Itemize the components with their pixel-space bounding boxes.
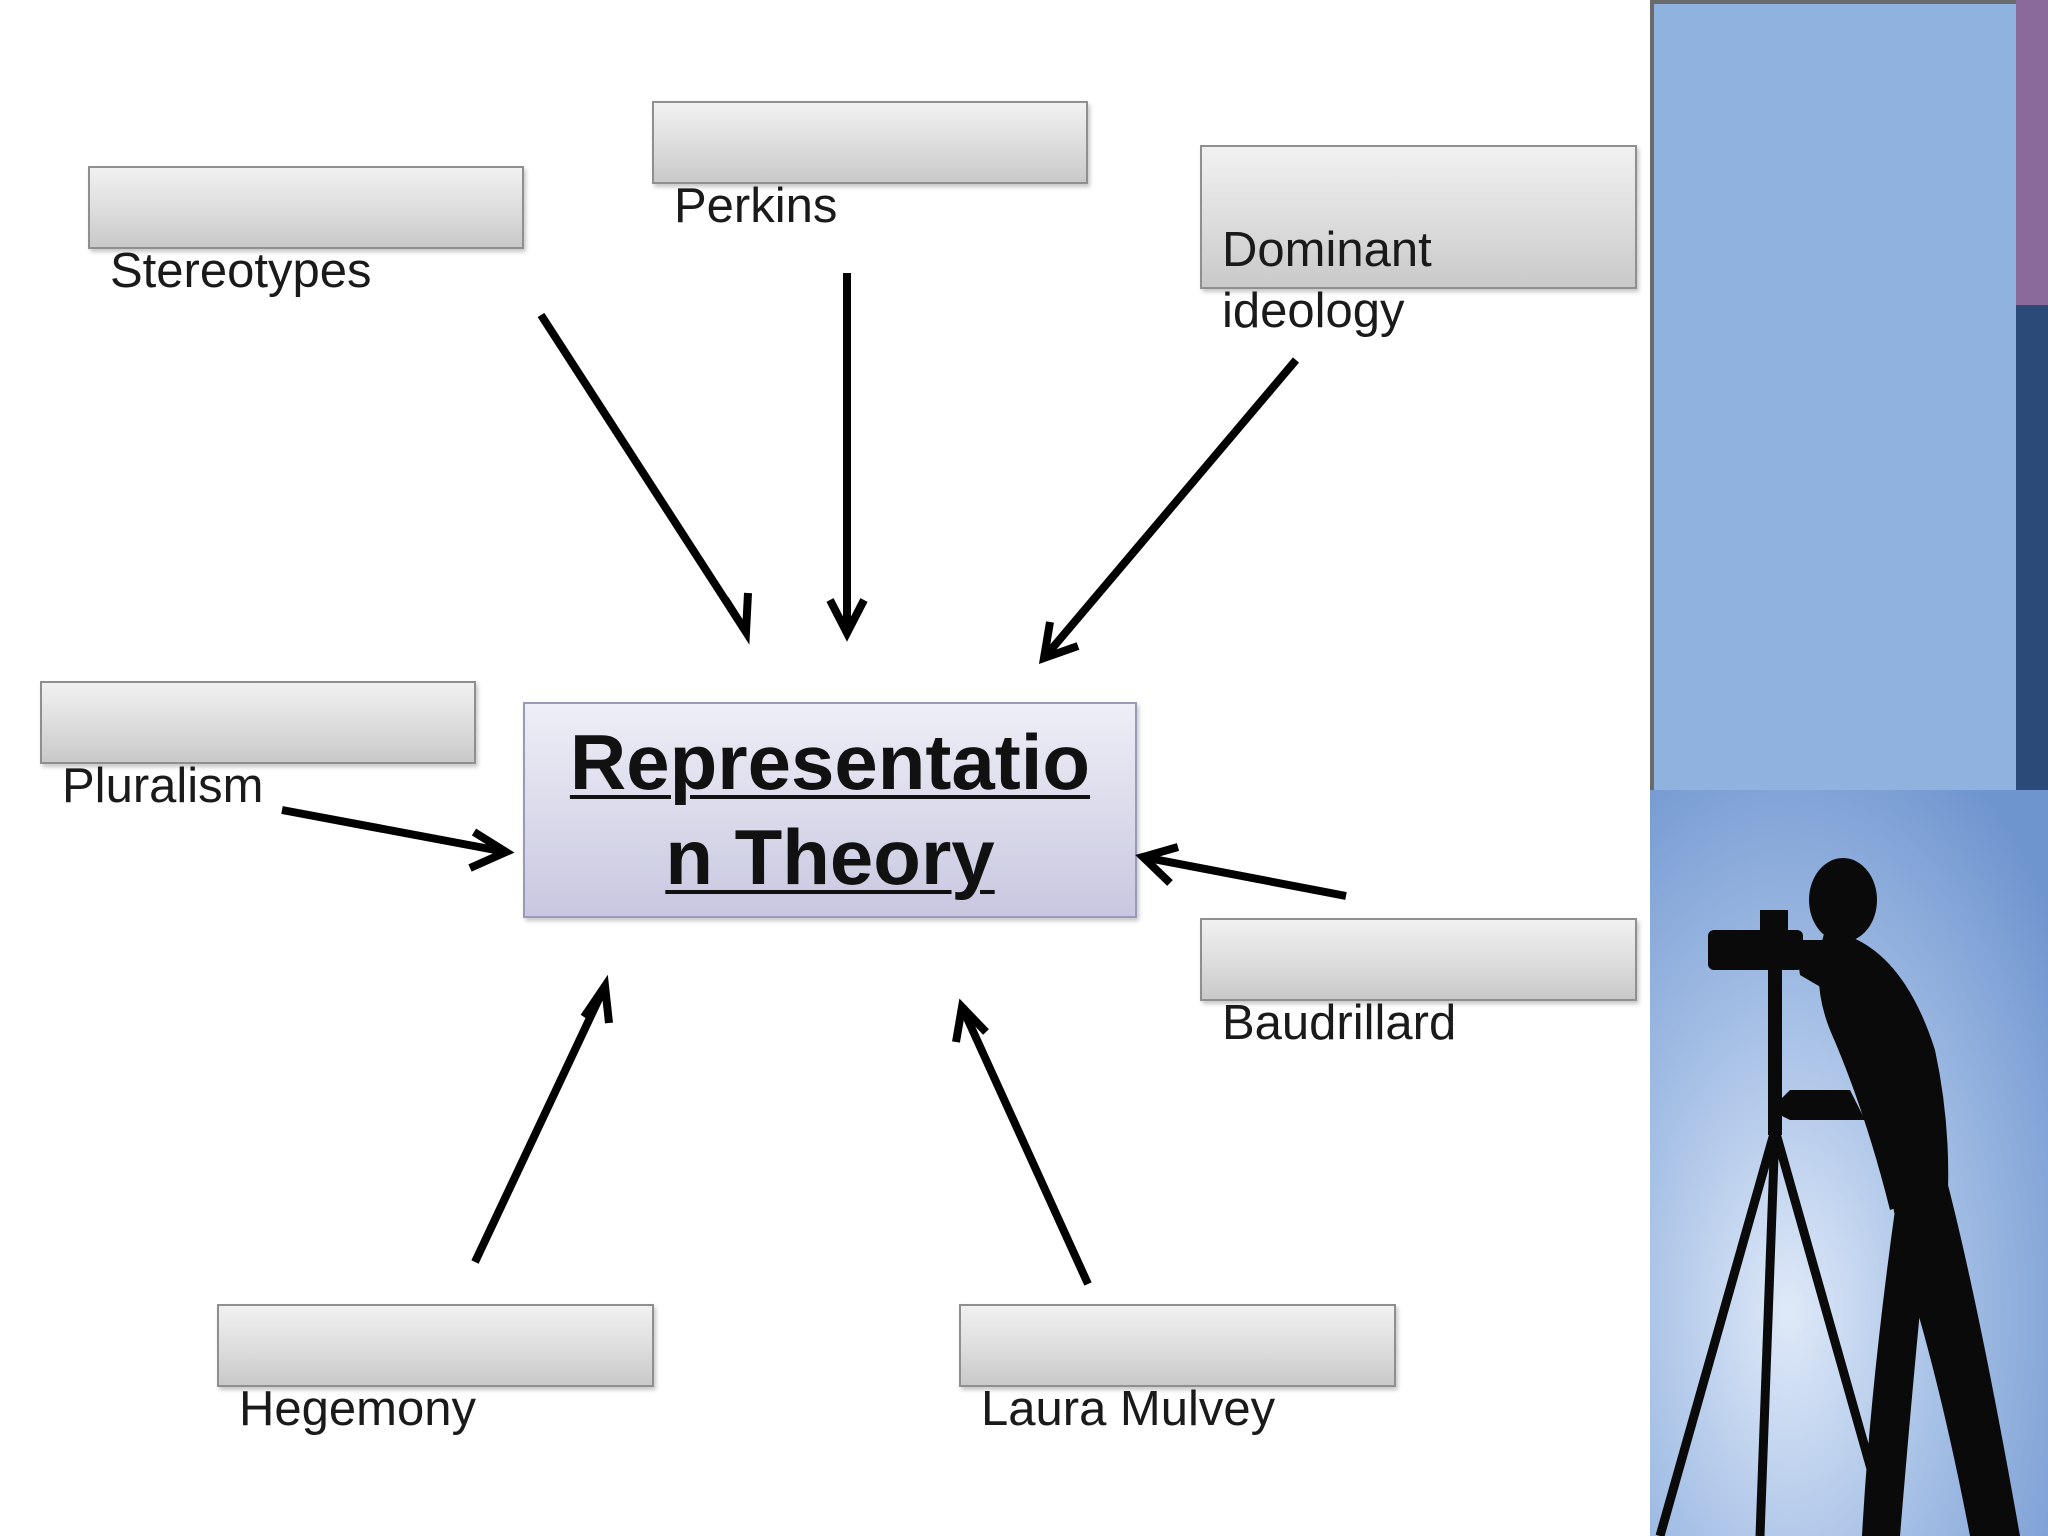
concept-box-hegemony: Hegemony [217, 1304, 654, 1436]
arrow-baudrillard-to-center [1135, 843, 1347, 900]
concept-box-dominant-ideology: Dominant ideology [1200, 145, 1637, 338]
right-decor-panel [1650, 0, 2048, 1536]
arrow-laura-mulvey-to-center [952, 998, 1092, 1286]
concept-box-perkins: Perkins [652, 101, 1088, 233]
concept-box-laura-mulvey: Laura Mulvey [959, 1304, 1396, 1436]
concept-box-baudrillard: Baudrillard [1200, 918, 1637, 1050]
concept-box-stereotypes: Stereotypes [88, 166, 524, 298]
arrow-perkins-to-center [826, 273, 868, 642]
arrow-dominant-ideology-to-center [1038, 357, 1300, 665]
central-concept-box: Representation Theory [523, 702, 1137, 918]
blue-panel [1650, 0, 2048, 790]
concept-label: Dominant ideology [1222, 223, 1432, 338]
arrow-stereotypes-to-center [537, 312, 752, 645]
concept-label: Stereotypes [110, 244, 372, 298]
arrow-pluralism-to-center [281, 806, 515, 872]
concept-label: Baudrillard [1222, 996, 1457, 1050]
photographer-silhouette-icon [1650, 790, 2048, 1536]
navy-stripe [2016, 305, 2048, 790]
concept-box-pluralism: Pluralism [40, 681, 476, 813]
concept-label: Pluralism [62, 759, 264, 813]
concept-label: Perkins [674, 179, 838, 233]
concept-label: Hegemony [239, 1382, 476, 1436]
central-title: Representation Theory [569, 718, 1091, 901]
purple-stripe [2016, 0, 2048, 305]
arrow-hegemony-to-center [471, 974, 613, 1264]
concept-label: Laura Mulvey [981, 1382, 1276, 1436]
